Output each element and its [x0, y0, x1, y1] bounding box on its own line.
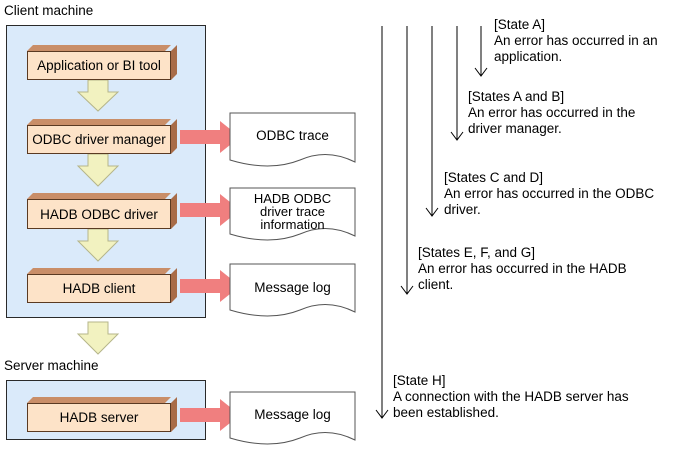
state-h-line-1: A connection with the HADB server has: [393, 389, 629, 404]
driver-trace-line-3: information: [260, 217, 325, 232]
doc-message-log-server: [229, 391, 356, 445]
state-efg-line-1: An error has occurred in the HADB: [418, 261, 627, 276]
state-h-title: [State H]: [393, 373, 446, 388]
message-log-client-label: Message log: [254, 280, 331, 295]
app-block: Application or BI tool: [27, 45, 177, 80]
output-arrow-1: [180, 121, 240, 153]
doc-driver-trace: [229, 187, 356, 241]
doc-odbc-trace: [229, 112, 356, 167]
flow-arrow-4: [76, 321, 120, 355]
flow-arrow-1: [76, 79, 120, 112]
hadb-server-label: HADB server: [27, 403, 171, 432]
state-ab-note: [States A and B] An error has occurred i…: [468, 89, 635, 137]
odbc-trace-label: ODBC trace: [256, 128, 329, 143]
output-arrow-2: [180, 194, 240, 226]
output-arrow-3: [180, 270, 240, 302]
state-a-note: [State A] An error has occurred in an ap…: [494, 17, 658, 65]
hadb-client-label: HADB client: [27, 274, 171, 303]
doc-message-log-client: [229, 263, 356, 317]
app-block-label: Application or BI tool: [27, 51, 171, 80]
message-log-server-label: Message log: [254, 407, 331, 422]
state-ab-line-2: driver manager.: [468, 121, 562, 136]
flow-arrow-3: [76, 228, 120, 262]
output-arrow-4: [180, 399, 240, 431]
driver-manager-label: ODBC driver manager: [27, 125, 171, 154]
state-ab-title: [States A and B]: [468, 89, 565, 104]
state-efg-note: [States E, F, and G] An error has occurr…: [418, 245, 627, 293]
server-machine-label: Server machine: [4, 358, 99, 373]
hadb-server-block: HADB server: [27, 397, 177, 432]
state-a-line-1: An error has occurred in an: [494, 33, 658, 48]
driver-trace-line-1: HADB ODBC: [253, 191, 332, 206]
state-a-line-2: application.: [494, 49, 563, 64]
state-h-line-2: been established.: [393, 405, 499, 420]
hadb-odbc-driver-label: HADB ODBC driver: [27, 199, 171, 229]
state-h-note: [State H] A connection with the HADB ser…: [393, 373, 629, 421]
hadb-odbc-driver-block: HADB ODBC driver: [27, 193, 177, 229]
state-ab-line-1: An error has occurred in the: [468, 105, 636, 120]
flow-arrow-2: [76, 153, 120, 187]
driver-manager-block: ODBC driver manager: [27, 119, 177, 154]
hadb-client-block: HADB client: [27, 268, 177, 303]
state-cd-title: [States C and D]: [444, 170, 544, 185]
state-efg-line-2: client.: [418, 277, 454, 292]
state-cd-line-1: An error has occurred in the ODBC: [444, 186, 655, 201]
state-cd-line-2: driver.: [444, 202, 481, 217]
state-cd-note: [States C and D] An error has occurred i…: [444, 170, 654, 218]
client-machine-label: Client machine: [4, 3, 94, 18]
state-a-title: [State A]: [494, 17, 546, 32]
state-efg-title: [States E, F, and G]: [418, 245, 536, 260]
driver-trace-line-2: driver trace: [259, 204, 326, 219]
